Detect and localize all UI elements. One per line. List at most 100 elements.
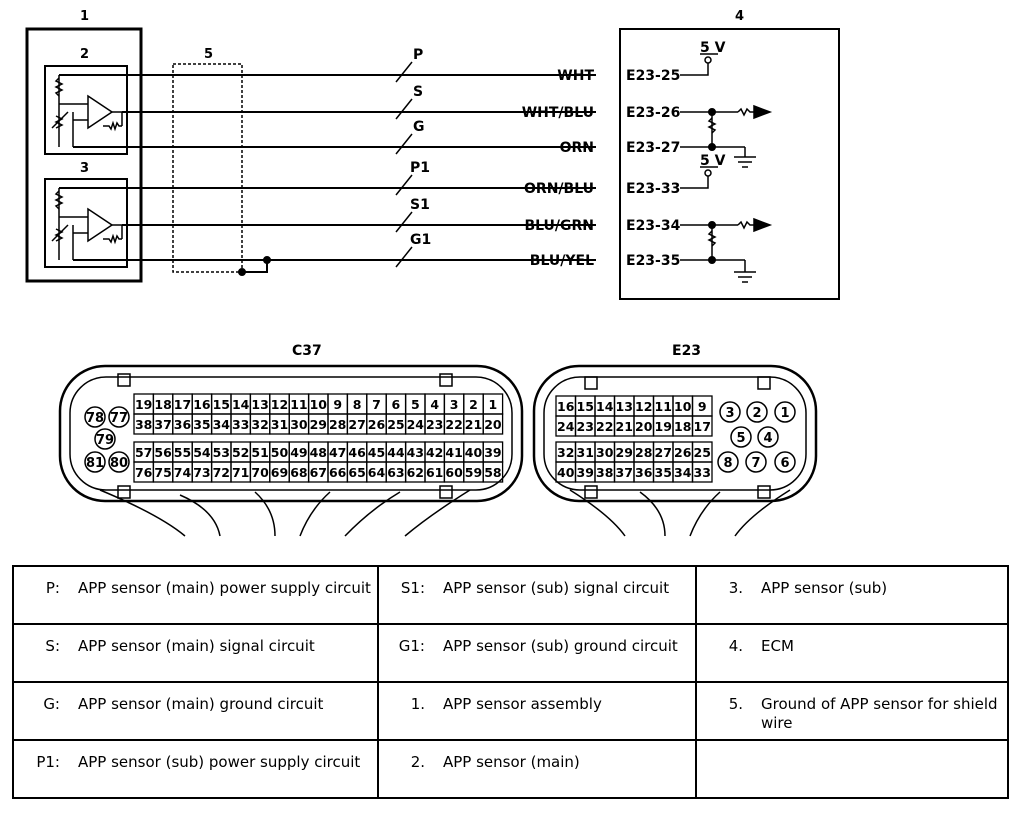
e23-round-cavity [774,451,796,473]
e23-round-cavity-number: 4 [763,431,772,446]
e23-cavity-number: 31 [577,445,594,460]
c37-cavity-number: 65 [348,465,365,480]
c37-cavity-number: 4 [430,397,439,412]
c37-cavity-number: 17 [174,397,191,412]
shield-drain-wire [242,260,268,273]
e23-cavity-number: 23 [577,419,594,434]
c37-cavity-number: 61 [426,465,443,480]
c37-cavity-number: 54 [193,445,211,460]
legend-code: P: [45,579,60,597]
legend-row: P:APP sensor (main) power supply circuit… [12,565,1009,625]
c37-cavity-number: 6 [392,397,401,412]
c37-cavity-number: 16 [193,397,211,412]
e23-round-cavity-number: 8 [723,456,732,471]
e23-cavity-number: 40 [557,465,575,480]
e23-cavity-number: 39 [577,465,594,480]
e23-round-cavity-number: 6 [780,456,789,471]
e23-round-cavity [774,401,796,423]
c37-round-cavity-number: 78 [86,411,104,426]
e23-cavity-number: 13 [616,399,633,414]
legend-description: APP sensor (main) [443,753,580,771]
app-sensor-assembly-box [25,27,143,283]
c37-cavity-number: 25 [387,417,404,432]
c37-cavity-number: 56 [154,445,172,460]
c37-cavity-number: 39 [484,445,501,460]
c37-round-cavity-number: 81 [86,456,104,471]
c37-cavity-number: 10 [310,397,328,412]
c37-cavity-number: 51 [251,445,268,460]
c37-cavity-number: 32 [251,417,268,432]
c37-cavity-number: 49 [290,445,307,460]
e23-round-cavity [719,401,741,423]
c37-cavity-number: 5 [411,397,420,412]
e23-cavity-number: 24 [557,419,575,434]
e23-cavity-number: 37 [616,465,633,480]
pin-label-e23-33: E23-33 [626,181,680,197]
e23-cavity-number: 22 [596,419,613,434]
c37-cavity-number: 73 [193,465,210,480]
circuit-label-s: S [413,84,423,100]
legend-cell: P1:APP sensor (sub) power supply circuit [12,739,379,799]
e23-cavity-number: 29 [616,445,633,460]
callout-4: 4 [735,9,744,24]
legend-code: S: [45,637,60,655]
c37-cavity-number: 28 [329,417,346,432]
legend-code: S1: [400,579,425,597]
c37-cavity-number: 55 [174,445,191,460]
c37-cavity-number: 30 [290,417,308,432]
e23-cavity-number: 36 [635,465,653,480]
e23-cavity-number: 17 [694,419,711,434]
c37-cavity-number: 62 [407,465,424,480]
legend-description: APP sensor (sub) signal circuit [443,579,670,597]
c37-cavity-number: 20 [484,417,502,432]
legend-cell [695,739,1009,799]
e23-round-cavity [717,451,739,473]
c37-cavity-number: 70 [251,465,269,480]
legend-cell: 5.Ground of APP sensor for shield wire [695,681,1009,741]
callout-3: 3 [80,161,89,176]
c37-cavity-number: 42 [426,445,443,460]
callout-5: 5 [204,47,213,62]
legend-cell: S: APP sensor (main) signal circuit [12,623,379,683]
ecm-internals [680,53,773,283]
wire-color-p1: ORN/BLU [524,181,594,197]
legend-description: APP sensor (main) ground circuit [78,695,324,713]
connector-c37-label: C37 [292,343,322,359]
c37-cavity-box [482,413,504,435]
c37-cavity-number: 60 [445,465,463,480]
c37-cavity-number: 26 [368,417,386,432]
circuit-label-p1: P1 [410,160,430,176]
pin-label-e23-25: E23-25 [626,68,680,84]
pin-label-e23-27: E23-27 [626,140,680,156]
c37-cavity-number: 9 [333,397,342,412]
legend-cell: 4.ECM [695,623,1009,683]
circuit-label-g: G [413,119,425,135]
c37-cavity-number: 11 [290,397,307,412]
legend-cell: 2.APP sensor (main) [377,739,697,799]
e23-cavity-number: 15 [577,399,594,414]
e23-cavity-number: 38 [596,465,613,480]
e23-cavity-number: 25 [694,445,711,460]
shield-junction [238,268,246,276]
wire-labels: P S G P1 S1 G1 WHT WHT/BLU ORN ORN/BLU B… [410,47,681,269]
c37-cavity-number: 14 [232,397,250,412]
e23-round-cavity [746,401,768,423]
c37-round-cavity-number: 77 [110,411,128,426]
c37-cavity-number: 76 [135,465,153,480]
c37-cavity-number: 50 [271,445,289,460]
e23-cavity-number: 27 [655,445,672,460]
circuit-label-p: P [413,47,423,63]
legend-description: APP sensor (sub) [761,579,888,597]
e23-cavity-number: 9 [698,399,707,414]
wiring-diagram: 1 2 3 4 5 5 V 5 V P S G P1 S1 G1 WHT WHT… [25,9,840,537]
sub-sensor-internals [51,188,123,260]
legend-description: APP sensor (main) signal circuit [78,637,315,655]
e23-cavity-number: 30 [596,445,614,460]
c37-cavity-number: 47 [329,445,346,460]
c37-cavity-number: 69 [271,465,288,480]
legend-description: ECM [761,637,794,655]
c37-cavity-number: 41 [445,445,462,460]
pin-label-e23-26: E23-26 [626,105,680,121]
e23-round-cavity-number: 2 [752,406,761,421]
